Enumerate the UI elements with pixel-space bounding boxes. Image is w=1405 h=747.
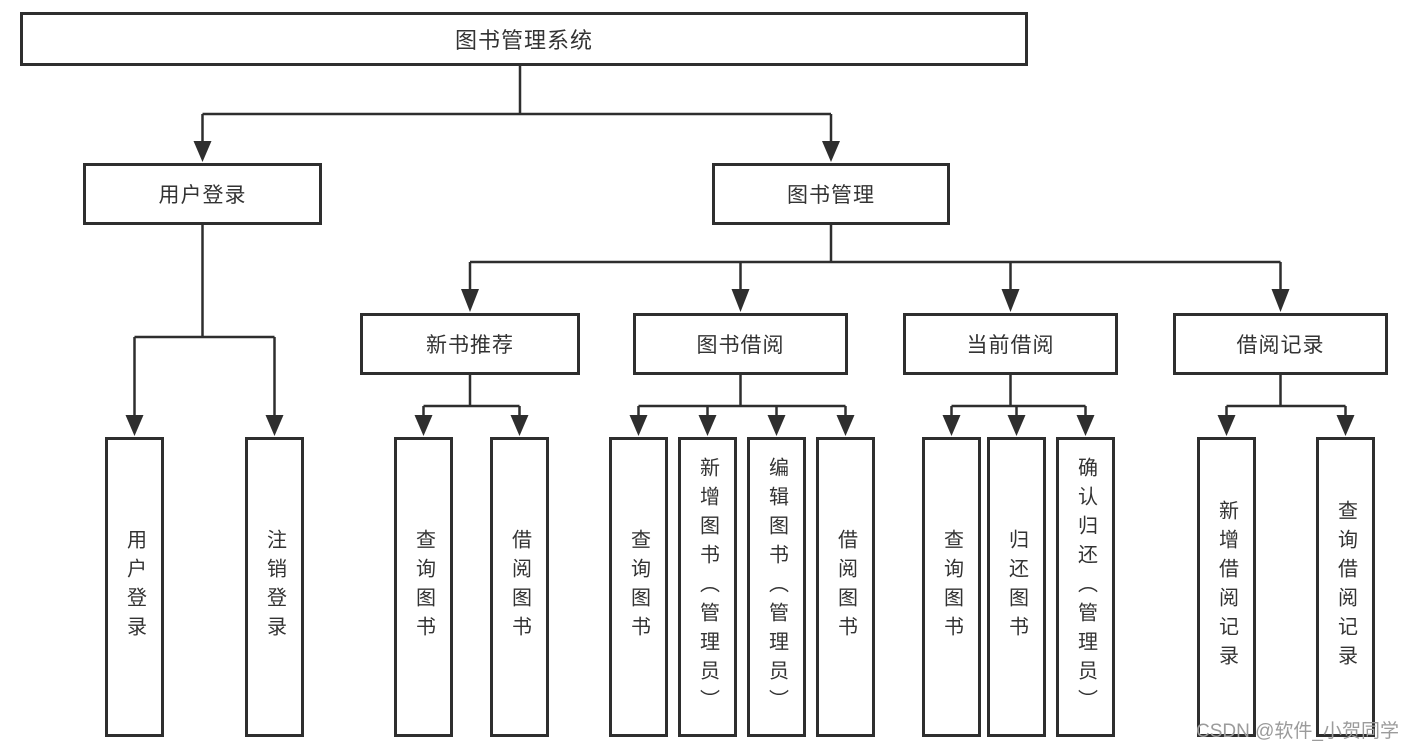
leaf-user-login: 用户登录 <box>105 437 164 737</box>
leaf-current-return-book: 归还图书 <box>987 437 1046 737</box>
leaf-borrow-borrow-book: 借阅图书 <box>816 437 875 737</box>
node-book-management: 图书管理 <box>712 163 950 225</box>
node-label: 借阅记录 <box>1236 334 1325 357</box>
leaf-label: 注销登录 <box>263 529 286 645</box>
leaf-label: 查询借阅记录 <box>1334 500 1357 674</box>
csdn-watermark: CSDN @软件_小贺同学 <box>1196 721 1399 742</box>
leaf-label: 查询图书 <box>627 529 650 645</box>
node-label: 图书管理系统 <box>454 28 593 53</box>
node-new-book-recommend: 新书推荐 <box>360 313 580 375</box>
leaf-newbook-borrow-book: 借阅图书 <box>490 437 549 737</box>
leaf-label: 查询图书 <box>940 529 963 645</box>
node-current-borrow: 当前借阅 <box>903 313 1118 375</box>
leaf-borrow-add-book-admin: 新增图书（管理员） <box>678 437 737 737</box>
leaf-label: 查询图书 <box>412 529 435 645</box>
leaf-borrow-edit-book-admin: 编辑图书（管理员） <box>747 437 806 737</box>
leaf-label: 借阅图书 <box>834 529 857 645</box>
leaf-label: 归还图书 <box>1005 529 1028 645</box>
leaf-label: 用户登录 <box>123 529 146 645</box>
leaf-current-query-book: 查询图书 <box>922 437 981 737</box>
node-borrow-records: 借阅记录 <box>1173 313 1388 375</box>
node-label: 当前借阅 <box>966 334 1055 357</box>
node-user-login: 用户登录 <box>83 163 322 225</box>
leaf-records-query-record: 查询借阅记录 <box>1316 437 1375 737</box>
leaf-label: 借阅图书 <box>508 529 531 645</box>
node-label: 图书管理 <box>787 184 875 207</box>
leaf-newbook-query-book: 查询图书 <box>394 437 453 737</box>
node-library-system: 图书管理系统 <box>20 12 1028 66</box>
node-book-borrow: 图书借阅 <box>633 313 848 375</box>
node-label: 新书推荐 <box>426 334 514 357</box>
leaf-logout-login: 注销登录 <box>245 437 304 737</box>
node-label: 图书借阅 <box>696 334 785 357</box>
leaf-label: 新增借阅记录 <box>1215 500 1238 674</box>
leaf-current-confirm-return-admin: 确认归还（管理员） <box>1056 437 1115 737</box>
node-label: 用户登录 <box>158 184 247 207</box>
leaf-label: 确认归还（管理员） <box>1074 456 1097 718</box>
leaf-label: 编辑图书（管理员） <box>765 456 788 718</box>
leaf-label: 新增图书（管理员） <box>696 456 719 718</box>
leaf-borrow-query-book: 查询图书 <box>609 437 668 737</box>
leaf-records-add-record: 新增借阅记录 <box>1197 437 1256 737</box>
